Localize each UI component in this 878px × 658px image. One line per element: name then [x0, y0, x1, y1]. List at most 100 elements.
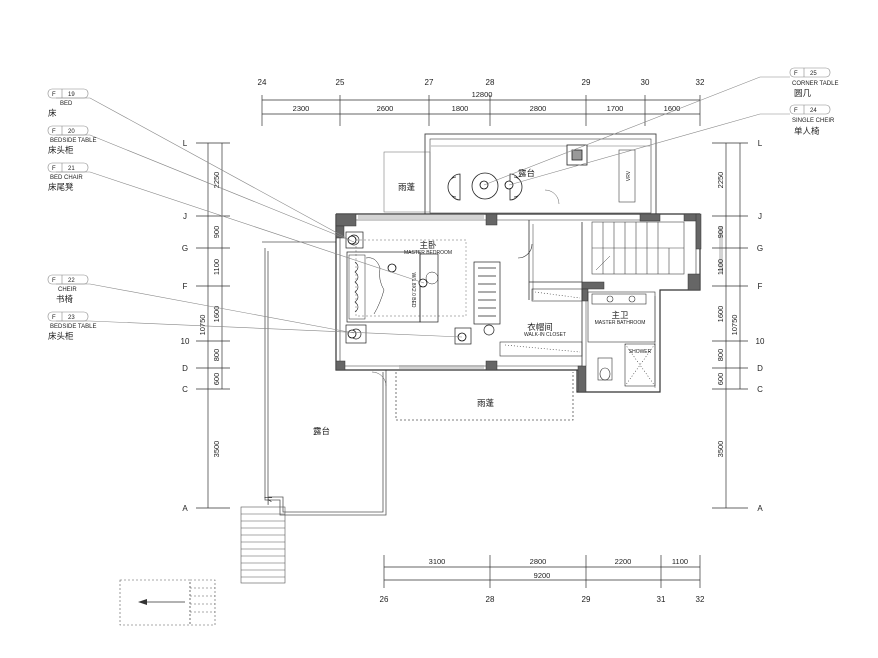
- tag-cn: 床: [48, 108, 57, 118]
- axis-C-right: C: [757, 385, 763, 394]
- canopy-bottom-label: 雨蓬: [477, 398, 495, 408]
- top-dim: 1800: [452, 104, 469, 113]
- tag-cn: 床头柜: [48, 145, 74, 155]
- bottom-dim: 2200: [615, 557, 632, 566]
- tag-letter: F: [794, 108, 798, 114]
- left-dim: 800: [212, 349, 221, 362]
- canopy-top-label: 雨蓬: [398, 182, 416, 192]
- right-dim: 1100: [716, 259, 725, 275]
- top-axis-labels: 24 25 27 28 29 30 32 12800 2300 2600 180…: [258, 78, 705, 113]
- axis-A-right: A: [757, 504, 763, 513]
- axis-28-bottom: 28: [486, 595, 495, 604]
- tag-en: BED: [60, 101, 73, 107]
- axis-G-right: G: [757, 244, 763, 253]
- leader-lines: [56, 76, 790, 338]
- top-dim: 2800: [530, 104, 547, 113]
- bottom-dim: 2800: [530, 557, 547, 566]
- vrv-label: VRV: [626, 170, 632, 181]
- axis-A-left: A: [182, 504, 188, 513]
- tag-letter: F: [52, 92, 56, 98]
- tag-en: CORNER TADLE: [792, 81, 838, 87]
- terrace-label: 露台: [313, 426, 330, 436]
- top-total-dim: 12800: [472, 90, 493, 99]
- tag-chair: F 22 CHEIR 书椅: [47, 274, 89, 304]
- left-dim: 1600: [212, 306, 221, 323]
- tag-cn: 圆几: [794, 88, 812, 98]
- tag-single-chair: F 24 SINGLE CHEIR 单人椅: [789, 104, 835, 136]
- left-axis-labels: L J G F 10 D C A: [181, 139, 190, 513]
- bath-en: MASTER BATHROOM: [595, 320, 646, 326]
- tag-letter: F: [52, 166, 56, 172]
- tag-letter: F: [794, 71, 798, 77]
- tag-number: 20: [68, 129, 75, 135]
- bed-size-label: W/1.8X2.0 BED: [410, 272, 416, 307]
- axis-C-left: C: [182, 385, 188, 394]
- right-dim: 1600: [716, 306, 725, 323]
- right-dim: 600: [716, 373, 725, 386]
- down-label: 下: [264, 496, 273, 506]
- axis-F-right: F: [758, 282, 763, 291]
- tag-en: BEDSIDE TABLE: [50, 138, 96, 144]
- top-dim: 1600: [664, 104, 681, 113]
- tag-bed-chair: F 21 BED CHAIR 床尾凳: [47, 162, 89, 192]
- left-dim: 600: [212, 373, 221, 386]
- tag-bedside-table: F 20 BEDSIDE TABLE 床头柜: [47, 125, 96, 155]
- top-dimension-chain: [261, 95, 701, 126]
- right-dim: 3500: [716, 441, 725, 458]
- axis-27: 27: [425, 78, 434, 87]
- bottom-dimension-chain: [383, 555, 701, 588]
- right-total-dim: 10750: [730, 315, 739, 336]
- interior-stair: [591, 221, 685, 275]
- shower-label: SHOWER: [629, 349, 652, 355]
- master-bedroom-en: MASTER BEDROOM: [404, 250, 452, 256]
- bottom-axis-labels: 3100 2800 2200 1100 9200 26 28 29 31 32: [380, 557, 705, 604]
- axis-J-right: J: [758, 212, 762, 221]
- axis-10-left: 10: [181, 337, 190, 346]
- walkin-cn: 衣帽间: [527, 322, 553, 332]
- terrace-outline: [262, 241, 574, 516]
- axis-28: 28: [486, 78, 495, 87]
- bottom-total-dim: 9200: [534, 571, 551, 580]
- exterior-stairs: [119, 506, 286, 626]
- tag-en: CHEIR: [58, 287, 77, 293]
- axis-D-left: D: [182, 364, 188, 373]
- axis-F-left: F: [183, 282, 188, 291]
- right-dim: 900: [716, 226, 725, 239]
- tag-cn: 床头柜: [48, 331, 74, 341]
- tag-letter: F: [52, 315, 56, 321]
- structural-columns: [335, 213, 702, 393]
- axis-32-bottom: 32: [696, 595, 705, 604]
- tag-number: 24: [810, 108, 817, 114]
- master-bedroom-cn: 主卧: [419, 240, 437, 250]
- left-dimension-text: 2250 900 1100 1600 800 600 3500 10750: [198, 172, 221, 458]
- bath-cn: 主卫: [611, 310, 629, 320]
- walkin-en: WALK-IN CLOSET: [524, 332, 566, 338]
- tag-number: 21: [68, 166, 75, 172]
- axis-L-right: L: [758, 139, 763, 148]
- left-dim: 900: [212, 226, 221, 239]
- left-dim: 2250: [212, 172, 221, 189]
- top-dim: 1700: [607, 104, 624, 113]
- tag-corner-table: F 25 CORNER TADLE 圆几: [789, 67, 838, 98]
- right-axis-lines: [712, 142, 748, 509]
- axis-D-right: D: [757, 364, 763, 373]
- axis-31: 31: [657, 595, 666, 604]
- balcony-label: 露台: [518, 168, 535, 178]
- bottom-dim: 3100: [429, 557, 446, 566]
- bedroom-furniture: [345, 231, 501, 345]
- right-dim: 800: [716, 349, 725, 362]
- axis-J-left: J: [183, 212, 187, 221]
- furniture-markers: [347, 235, 467, 342]
- tag-number: 23: [68, 315, 75, 321]
- tag-bed: F 19 BED 床: [47, 88, 89, 118]
- stair-arrow-icon: [138, 599, 185, 605]
- tag-bedside-table-2: F 23 BEDSIDE TABLE 床头柜: [47, 311, 96, 341]
- axis-25: 25: [336, 78, 345, 87]
- left-axis-lines: [196, 142, 230, 509]
- tag-number: 25: [810, 71, 817, 77]
- axis-26: 26: [380, 595, 389, 604]
- tag-number: 19: [68, 92, 75, 98]
- right-axis-labels: L J G F 10 D C A: [756, 139, 765, 513]
- tag-en: SINGLE CHEIR: [792, 118, 835, 124]
